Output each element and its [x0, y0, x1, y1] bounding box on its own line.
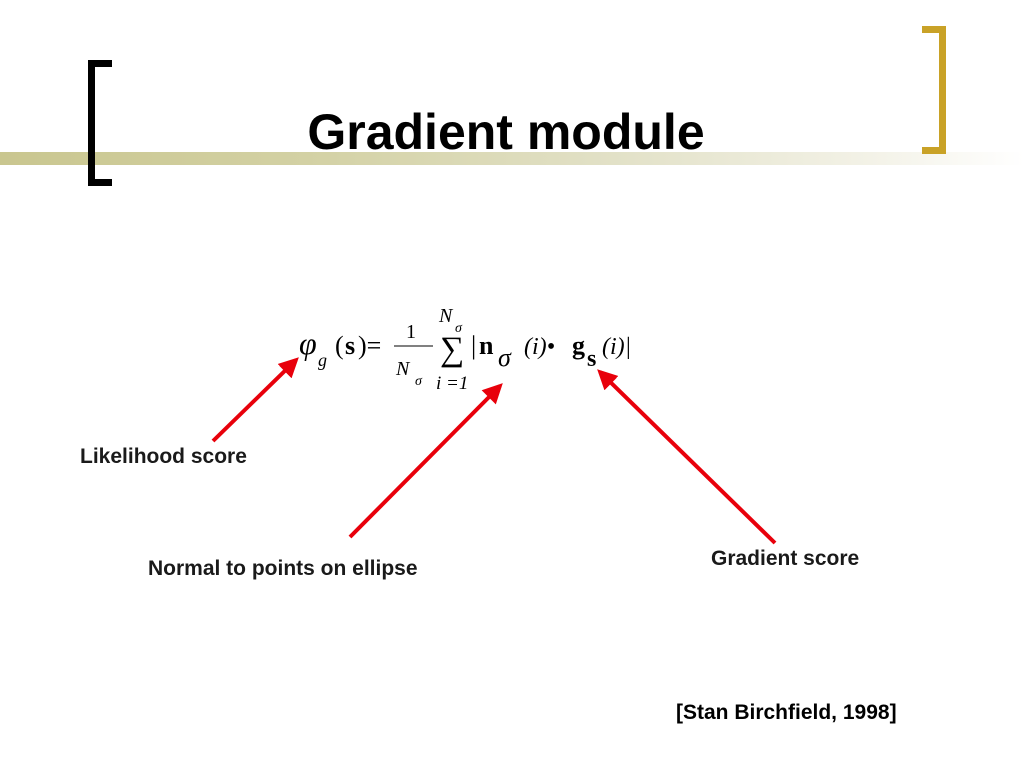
right-bracket-decoration	[922, 26, 946, 154]
label-normal-to-points: Normal to points on ellipse	[148, 557, 418, 580]
formula-frac-den: N	[395, 358, 411, 380]
arrow-normal	[348, 383, 503, 539]
formula-g-sub: s	[587, 346, 596, 372]
formula-sum-sign: ∑	[440, 331, 464, 368]
formula-close-paren-eq: )=	[358, 331, 381, 360]
formula-frac-num: 1	[406, 321, 416, 343]
formula-sum-upper-sub: σ	[455, 321, 463, 336]
formula-n-arg: (i)•	[524, 334, 555, 360]
formula-g-arg: (i)|	[602, 334, 631, 360]
slide-title: Gradient module	[307, 104, 705, 160]
citation: [Stan Birchfield, 1998]	[676, 701, 897, 724]
formula-open-paren: (	[335, 331, 344, 360]
label-gradient-score: Gradient score	[711, 547, 860, 570]
formula-n: n	[479, 331, 494, 360]
title-band	[0, 152, 1024, 165]
formula-phi: φ	[299, 325, 317, 361]
formula-g: g	[572, 331, 585, 360]
arrow-likelihood	[211, 357, 299, 443]
arrow-gradient	[597, 369, 777, 545]
formula-n-sub: σ	[498, 343, 512, 372]
formula-sum-upper: N	[438, 305, 454, 327]
formula-frac-den-sub: σ	[415, 374, 423, 389]
label-likelihood-score: Likelihood score	[80, 445, 247, 468]
formula-bar-open: |	[471, 331, 476, 360]
formula-s: s	[345, 331, 355, 360]
formula-sum-lower: i =1	[436, 373, 468, 394]
left-bracket-decoration	[88, 60, 112, 186]
formula-phi-sub: g	[318, 350, 327, 370]
